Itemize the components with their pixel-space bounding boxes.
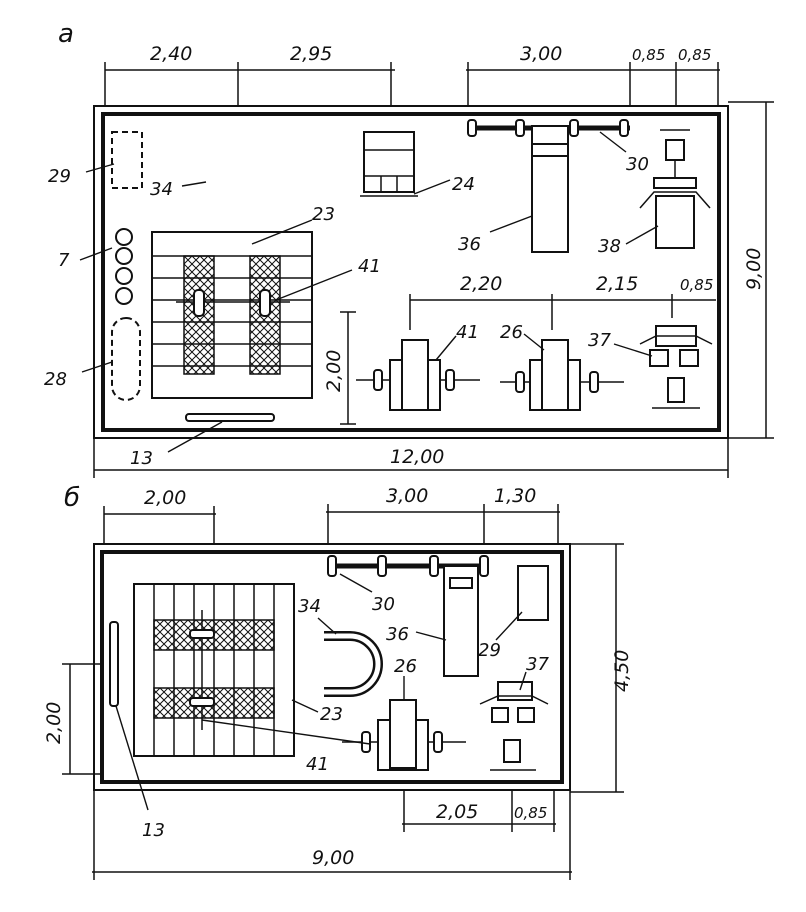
- dim-b-1-30: 1,30: [494, 485, 536, 507]
- plan-a-bottom-dimension: 12,00: [93, 438, 729, 478]
- equipment-b-37-machine: [479, 681, 549, 771]
- plan-a-inner-dimensions: 2,20 2,15 0,85: [409, 273, 716, 330]
- equipment-26-bench: [500, 339, 624, 411]
- equipment-7-weights: [115, 228, 133, 305]
- dim-a-3-00: 3,00: [520, 43, 562, 65]
- plan-b-outer-wall: [93, 543, 571, 791]
- label-b-13: 13: [142, 820, 165, 841]
- label-b-34: 34: [298, 596, 321, 617]
- label-a-29: 29: [48, 166, 71, 187]
- plan-b-inner-wall: [100, 550, 564, 784]
- label-a-24: 24: [452, 174, 475, 195]
- plan-b-left-dimension: 2,00: [43, 663, 100, 775]
- label-a-34: 34: [150, 179, 173, 200]
- label-b-36: 36: [386, 624, 409, 645]
- dim-b-0-85: 0,85: [514, 804, 547, 822]
- plan-b-bottom-inner-dimensions: 2,05 0,85: [402, 790, 556, 832]
- plan-b-top-dimensions: 2,00 3,00 1,30: [103, 485, 560, 544]
- label-b-26: 26: [394, 656, 417, 677]
- equipment-37-machine: [639, 325, 713, 409]
- dim-a-2-20: 2,20: [460, 273, 502, 295]
- equipment-34-u-frame: [201, 135, 271, 210]
- label-b-30: 30: [372, 594, 395, 615]
- equipment-23-platform: [151, 231, 313, 399]
- label-a-13: 13: [130, 448, 153, 469]
- label-a-23: 23: [312, 204, 335, 225]
- dim-a-9-00: 9,00: [743, 248, 765, 290]
- equipment-36-bench: [531, 125, 569, 253]
- label-b-41: 41: [306, 754, 329, 775]
- label-a-38: 38: [598, 236, 621, 257]
- plan-b: б 2,00 3,00 1,30 4,50 2,0: [43, 483, 633, 880]
- label-a-30: 30: [626, 154, 649, 175]
- equipment-b-13: [109, 621, 119, 707]
- plan-a-inner-wall: [101, 112, 721, 432]
- dim-a-0-85-left: 0,85: [632, 46, 665, 64]
- equipment-24-rack: [360, 131, 418, 197]
- label-a-26: 26: [500, 322, 523, 343]
- dim-a-2-95: 2,95: [290, 43, 332, 65]
- label-a-36: 36: [458, 234, 481, 255]
- plan-a-right-dimension: 9,00: [728, 101, 774, 439]
- equipment-29: [111, 131, 143, 189]
- plan-a: а 2,40 2,95 3,00 0,85 0,85 9,00: [44, 19, 774, 478]
- dim-a-2-00: 2,00: [323, 350, 345, 392]
- label-a-41-bottom: 41: [456, 322, 479, 343]
- dim-a-0-85-right: 0,85: [678, 46, 711, 64]
- plan-a-letter: а: [58, 19, 74, 49]
- equipment-b-26-bench: [342, 699, 466, 771]
- label-b-29: 29: [478, 640, 501, 661]
- plan-a-left-dimension: 2,00: [323, 311, 356, 425]
- plan-a-outer-wall: [93, 105, 729, 439]
- label-a-41-top: 41: [358, 256, 381, 277]
- dim-b-2-05: 2,05: [436, 801, 478, 823]
- equipment-b-23-platform: [133, 583, 295, 757]
- dim-b-3-00: 3,00: [386, 485, 428, 507]
- label-a-28: 28: [44, 369, 67, 390]
- plan-a-top-dimensions: 2,40 2,95 3,00 0,85 0,85: [104, 43, 720, 106]
- label-a-37: 37: [588, 330, 611, 351]
- equipment-28: [111, 317, 141, 401]
- equipment-13: [185, 413, 275, 422]
- equipment-38-machine: [639, 129, 711, 249]
- equipment-b-29: [517, 565, 549, 621]
- dim-b-2-00-top: 2,00: [144, 487, 186, 509]
- equipment-b-36-bench: [443, 565, 479, 677]
- dim-b-2-00-left: 2,00: [43, 702, 65, 744]
- dim-a-12-00: 12,00: [390, 446, 444, 468]
- dim-b-9-00: 9,00: [312, 847, 354, 869]
- equipment-41-bench-press: [356, 339, 480, 411]
- dim-a-0-85-inner: 0,85: [680, 276, 713, 294]
- dim-a-2-15: 2,15: [596, 273, 638, 295]
- plan-b-letter: б: [64, 483, 80, 513]
- plan-b-bottom-dimension: 9,00: [92, 790, 572, 880]
- label-b-23: 23: [320, 704, 343, 725]
- label-a-7: 7: [58, 250, 70, 271]
- plan-b-right-dimension: 4,50: [570, 543, 633, 793]
- dim-a-2-40: 2,40: [150, 43, 192, 65]
- equipment-b-34-u-frame: [324, 631, 383, 697]
- dim-b-4-50: 4,50: [611, 650, 633, 692]
- label-b-37: 37: [526, 654, 549, 675]
